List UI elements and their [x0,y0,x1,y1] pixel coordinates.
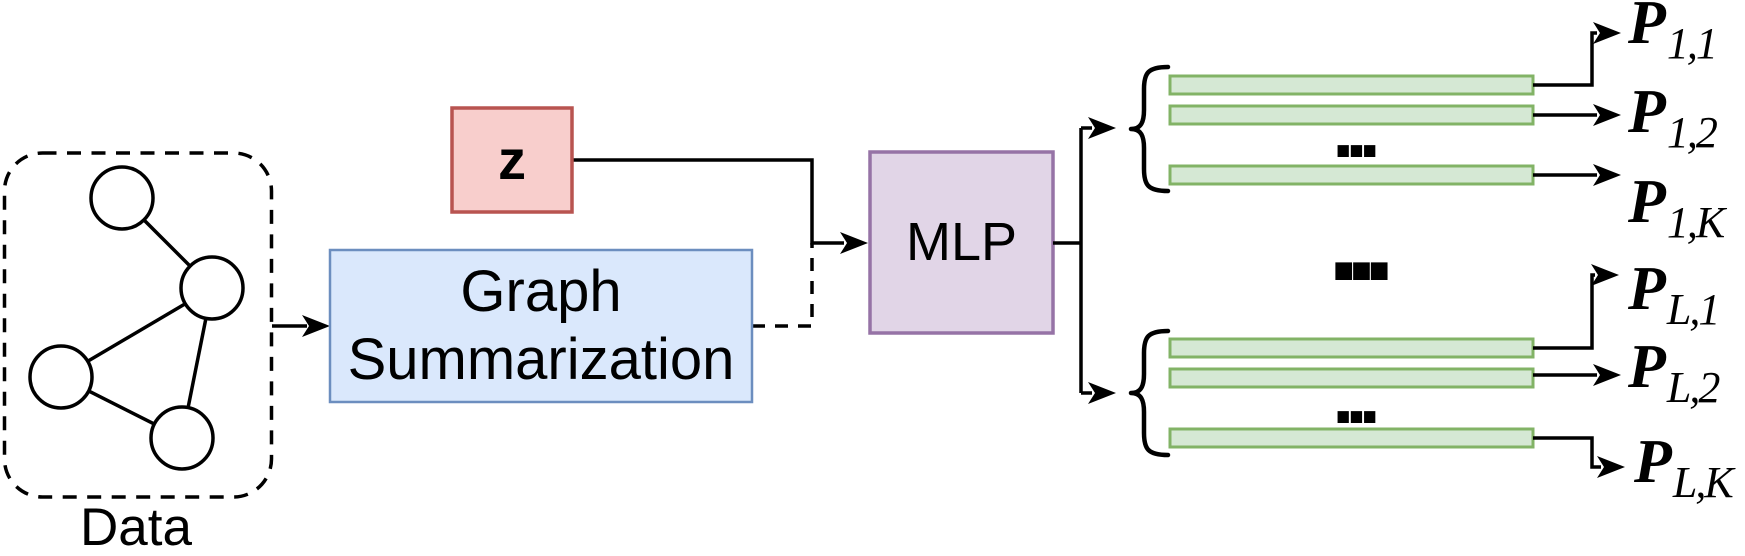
prob-bar-L-2 [1168,367,1535,389]
output-label-p12: P1,2 [1628,78,1718,155]
arrow-line-pL1 [1533,273,1595,350]
summarization-to-mlp-dashed-connector [752,243,814,328]
p-base: P [1628,78,1666,146]
p-base: P [1628,0,1666,57]
graph-summarization-box [328,248,754,404]
arrow-line-p11 [1533,31,1597,87]
ellipsis-bottom-group: ... [1332,351,1375,440]
ellipsis-top-group: ... [1332,85,1375,174]
graph-nodes [28,165,245,471]
arrowhead-pL2 [1593,364,1621,386]
graph-node [89,165,155,231]
mlp-box [868,150,1055,335]
arrowhead-into-mlp [840,232,868,254]
p-base: P [1628,333,1666,401]
p-subscript: 1,2 [1666,108,1718,157]
graph-node [179,255,245,321]
z-box-label: z [498,128,526,192]
mlp-box-label: MLP [905,211,1018,272]
p-subscript: L,K [1672,458,1734,507]
top-group-brace [1128,64,1171,194]
z-to-mlp-connector [572,158,844,245]
z-box [450,106,574,214]
arrowhead-pLK [1597,456,1625,478]
mlp-output-branch-connector [1053,126,1092,395]
p-base: P [1628,255,1666,323]
bottom-group-brace [1128,328,1171,458]
output-label-pL1: PL,1 [1628,255,1720,332]
p-subscript: 1,K [1666,198,1725,247]
graph-node [28,344,94,410]
arrowhead-p11 [1593,22,1621,44]
graph-node [149,405,215,471]
arrowhead-into-summarization [302,315,330,337]
data-group-box [2,151,274,499]
p-subscript: 1,1 [1666,19,1718,68]
arrowhead-into-bottom-brace [1088,382,1116,404]
output-label-pLK: PL,K [1634,428,1734,505]
output-label-pL2: PL,2 [1628,333,1720,410]
output-label-p11: P1,1 [1628,0,1718,66]
p-base: P [1628,168,1666,236]
graph-edges [60,196,214,440]
ellipsis-between-groups: ... [1327,174,1388,306]
arrowhead-p12 [1593,104,1621,126]
arrow-line-pLK [1533,436,1601,469]
graph-summarization-label: Graph Summarization [347,259,735,392]
arrowhead-p1K [1593,164,1621,186]
p-subscript: L,1 [1666,285,1721,334]
output-label-p1K: P1,K [1628,168,1725,245]
p-base: P [1634,428,1672,496]
arrowhead-into-top-brace [1088,117,1116,139]
data-group-label: Data [80,498,192,556]
arrowhead-pL1 [1591,264,1619,286]
p-subscript: L,2 [1666,363,1721,412]
